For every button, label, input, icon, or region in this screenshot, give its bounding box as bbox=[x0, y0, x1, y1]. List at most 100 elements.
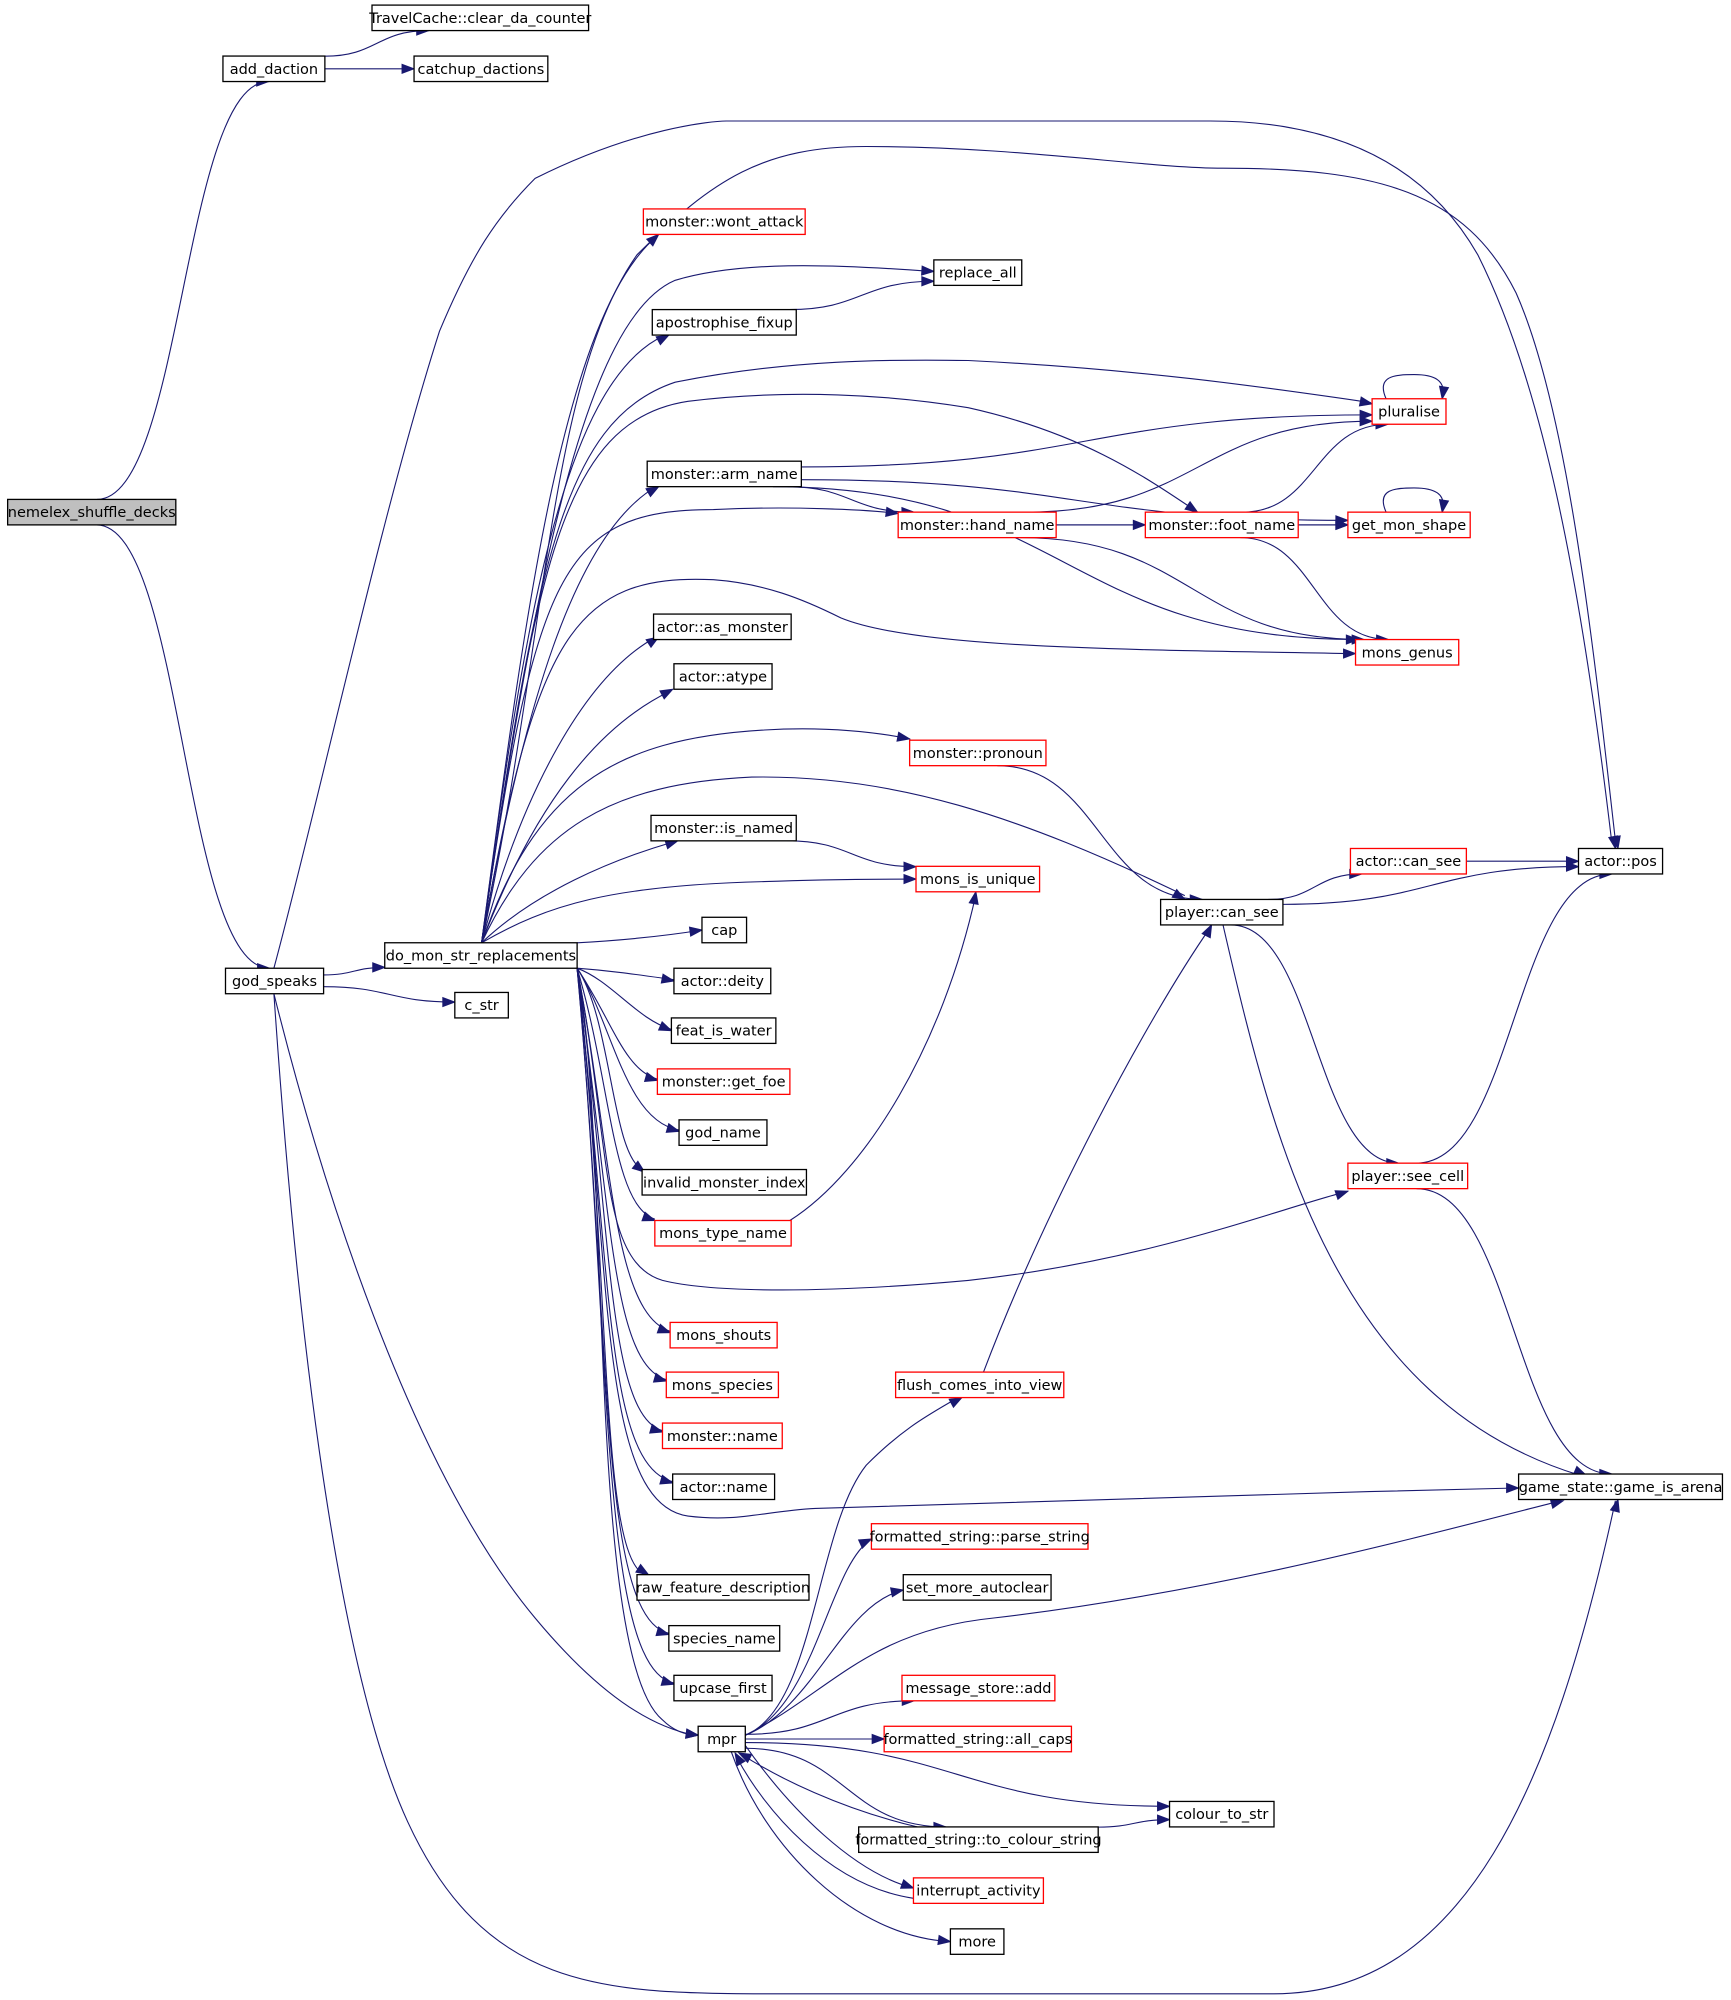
node-as-monster[interactable]: actor::as_monster bbox=[652, 613, 792, 641]
node-monster-name[interactable]: monster::name bbox=[661, 1422, 783, 1450]
edge-god-speaks-to-c-str bbox=[323, 986, 457, 1008]
node-box bbox=[665, 1371, 780, 1399]
node-label: actor::as_monster bbox=[657, 620, 788, 636]
node-species-name[interactable]: species_name bbox=[668, 1624, 781, 1652]
node-actor-name[interactable]: actor::name bbox=[672, 1473, 776, 1501]
node-hand-name[interactable]: monster::hand_name bbox=[897, 511, 1057, 539]
node-box bbox=[651, 308, 797, 336]
node-invalid-monster-index[interactable]: invalid_monster_index bbox=[641, 1168, 808, 1196]
node-box bbox=[1168, 1800, 1275, 1828]
edge-mpr-to-colour-to-str bbox=[745, 1742, 1171, 1812]
node-interrupt-activity[interactable]: interrupt_activity bbox=[912, 1877, 1045, 1905]
node-label: more bbox=[958, 1935, 996, 1951]
node-wont-attack[interactable]: monster::wont_attack bbox=[642, 208, 806, 236]
node-box bbox=[915, 865, 1041, 893]
node-colour-to-str[interactable]: colour_to_str bbox=[1168, 1800, 1275, 1828]
edges-layer bbox=[96, 25, 1621, 1995]
edge-flush-comes-into-view-to-player-can-see-line bbox=[982, 927, 1211, 1373]
node-c-str[interactable]: c_str bbox=[454, 991, 509, 1019]
edge-see-cell-to-game-is-arena-line bbox=[1416, 1188, 1612, 1475]
node-box bbox=[894, 1371, 1065, 1399]
node-box bbox=[1347, 1162, 1469, 1190]
node-feat-is-water[interactable]: feat_is_water bbox=[670, 1017, 777, 1045]
edge-god-speaks-to-do-mon-str-replacements-arrowhead bbox=[372, 962, 387, 973]
node-pronoun[interactable]: monster::pronoun bbox=[908, 739, 1047, 767]
node-pluralise[interactable]: pluralise bbox=[1371, 398, 1447, 425]
node-label: mpr bbox=[707, 1732, 736, 1748]
node-flush-comes-into-view[interactable]: flush_comes_into_view bbox=[894, 1371, 1065, 1399]
node-mpr[interactable]: mpr bbox=[697, 1725, 746, 1753]
node-label: message_store::add bbox=[905, 1681, 1051, 1697]
edge-is-named-to-mons-is-unique bbox=[787, 840, 918, 872]
node-label: TravelCache::clear_da_counter bbox=[368, 11, 591, 27]
node-label: catchup_dactions bbox=[418, 62, 545, 78]
edge-god-speaks-to-game-is-arena-line bbox=[273, 993, 1616, 1995]
node-mons-genus[interactable]: mons_genus bbox=[1354, 638, 1460, 666]
edge-interrupt-activity-to-mpr-line bbox=[735, 1756, 914, 1899]
node-box bbox=[654, 1219, 792, 1247]
edge-do-mon-str-replacements-to-monster-name-arrowhead bbox=[649, 1423, 664, 1434]
node-parse-string[interactable]: formatted_string::parse_string bbox=[870, 1523, 1090, 1550]
node-label: species_name bbox=[673, 1631, 776, 1647]
edge-player-can-see-to-actor-can-see bbox=[1268, 868, 1364, 900]
node-do-mon-str-replacements[interactable]: do_mon_str_replacements bbox=[384, 942, 578, 969]
node-message-store-add[interactable]: message_store::add bbox=[901, 1674, 1056, 1702]
node-nemelex-shuffle-decks[interactable]: nemelex_shuffle_decks bbox=[6, 498, 177, 526]
node-arm-name[interactable]: monster::arm_name bbox=[646, 460, 802, 488]
node-game-is-arena[interactable]: game_state::game_is_arena bbox=[1517, 1473, 1724, 1501]
edge-do-mon-str-replacements-to-see-cell-arrowhead bbox=[1334, 1190, 1350, 1201]
node-is-named[interactable]: monster::is_named bbox=[650, 814, 797, 842]
edge-do-mon-str-replacements-to-arm-name-arrowhead bbox=[645, 485, 660, 498]
node-see-cell[interactable]: player::see_cell bbox=[1347, 1162, 1469, 1190]
node-box bbox=[224, 967, 325, 995]
node-raw-feature-description[interactable]: raw_feature_description bbox=[636, 1574, 810, 1601]
edge-mpr-to-to-colour-string bbox=[745, 1747, 948, 1833]
node-cap[interactable]: cap bbox=[701, 916, 748, 944]
node-get-mon-shape[interactable]: get_mon_shape bbox=[1347, 511, 1471, 539]
node-label: pluralise bbox=[1378, 405, 1440, 421]
edge-mpr-to-parse-string bbox=[745, 1538, 873, 1736]
edge-arm-name-to-mons-genus-line bbox=[773, 486, 1359, 641]
node-box bbox=[901, 1674, 1056, 1702]
node-apostrophise-fixup[interactable]: apostrophise_fixup bbox=[651, 308, 797, 336]
node-mons-type-name[interactable]: mons_type_name bbox=[654, 1219, 792, 1247]
node-label: formatted_string::to_colour_string bbox=[855, 1833, 1101, 1849]
edge-mpr-to-flush-comes-into-view-arrowhead bbox=[948, 1396, 964, 1409]
node-actor-can-see[interactable]: actor::can_see bbox=[1349, 847, 1468, 875]
node-get-foe[interactable]: monster::get_foe bbox=[656, 1068, 791, 1096]
edge-do-mon-str-replacements-to-species-name-arrowhead bbox=[655, 1626, 671, 1637]
node-mons-is-unique[interactable]: mons_is_unique bbox=[915, 865, 1041, 893]
node-set-more-autoclear[interactable]: set_more_autoclear bbox=[902, 1574, 1052, 1601]
node-to-colour-string[interactable]: formatted_string::to_colour_string bbox=[855, 1826, 1102, 1854]
edge-foot-name-to-get-mon-shape bbox=[1298, 519, 1350, 531]
edge-do-mon-str-replacements-to-raw-feature-description-arrowhead bbox=[635, 1563, 650, 1576]
node-atype[interactable]: actor::atype bbox=[673, 663, 773, 690]
edge-do-mon-str-replacements-to-mons-is-unique-line bbox=[481, 878, 917, 944]
edge-player-can-see-to-actor-pos-line bbox=[1282, 866, 1579, 905]
node-god-speaks[interactable]: god_speaks bbox=[224, 967, 325, 995]
node-label: god_speaks bbox=[232, 974, 317, 990]
edge-actor-can-see-to-actor-pos bbox=[1466, 856, 1580, 867]
node-box bbox=[672, 1473, 776, 1501]
node-label: replace_all bbox=[939, 266, 1017, 282]
edge-mpr-to-set-more-autoclear bbox=[745, 1587, 905, 1736]
edge-hand-name-to-mons-genus-line bbox=[1020, 537, 1365, 641]
node-mons-species[interactable]: mons_species bbox=[665, 1371, 780, 1399]
node-upcase-first[interactable]: upcase_first bbox=[673, 1674, 773, 1702]
node-more[interactable]: more bbox=[949, 1928, 1005, 1955]
node-foot-name[interactable]: monster::foot_name bbox=[1144, 511, 1299, 539]
node-god-name[interactable]: god_name bbox=[678, 1119, 768, 1146]
node-add-daction[interactable]: add_daction bbox=[222, 55, 326, 83]
node-catchup-dactions[interactable]: catchup_dactions bbox=[413, 55, 549, 83]
edge-do-mon-str-replacements-to-as-monster-line bbox=[481, 636, 657, 943]
node-clear-da-counter[interactable]: TravelCache::clear_da_counter bbox=[368, 4, 591, 32]
edge-to-colour-string-to-mpr-arrowhead bbox=[737, 1752, 753, 1764]
edge-mpr-to-flush-comes-into-view bbox=[745, 1396, 964, 1736]
node-actor-pos[interactable]: actor::pos bbox=[1577, 847, 1664, 875]
node-replace-all[interactable]: replace_all bbox=[933, 259, 1023, 287]
node-mons-shouts[interactable]: mons_shouts bbox=[669, 1321, 778, 1349]
node-box bbox=[870, 1523, 1089, 1550]
node-deity[interactable]: actor::deity bbox=[673, 967, 772, 995]
node-all-caps[interactable]: formatted_string::all_caps bbox=[883, 1725, 1072, 1753]
node-player-can-see[interactable]: player::can_see bbox=[1159, 898, 1284, 926]
